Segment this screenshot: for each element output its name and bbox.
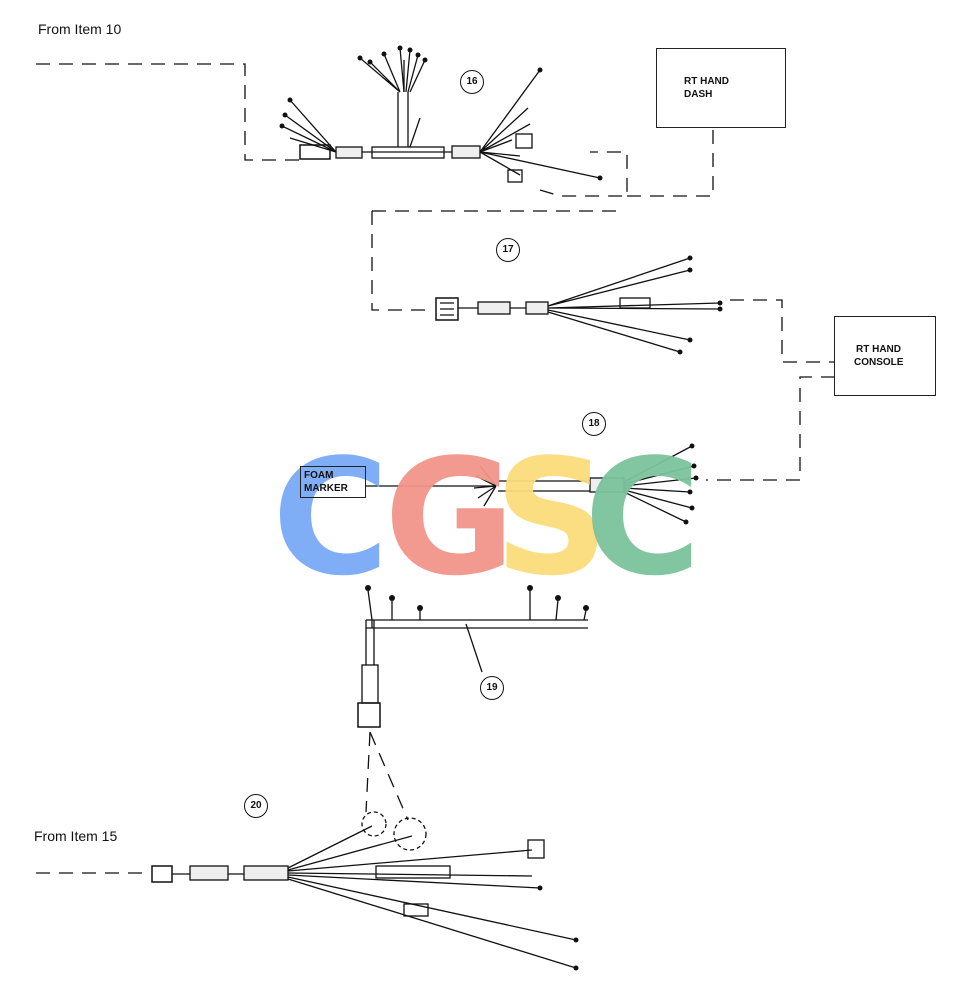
harness-17 (435, 257, 721, 353)
harness-19 (357, 589, 588, 851)
foam-marker-label-line2: MARKER (304, 483, 348, 494)
callout-item-18: 18 (582, 412, 606, 436)
rt-hand-dash-box (656, 48, 786, 128)
dashed-routing-lines (36, 63, 835, 874)
foam-marker-label-line1: FOAM (304, 470, 334, 481)
harness-20 (151, 825, 577, 969)
rt-hand-dash-label-line2: DASH (684, 89, 713, 100)
terminals (279, 45, 723, 971)
callout-item-16: 16 (460, 70, 484, 94)
watermark-letter-2: G (384, 424, 516, 611)
watermark-letter-4: C (584, 424, 702, 611)
foam-marker-box (300, 466, 366, 498)
watermark-letter-3: S (494, 424, 610, 611)
watermark-letter-1: C (272, 424, 390, 611)
rt-hand-console-box (834, 316, 936, 396)
rt-hand-console-label-line1: RT HAND (856, 344, 901, 355)
rt-hand-console-label-line2: CONSOLE (854, 357, 904, 368)
callout-item-19: 19 (480, 676, 504, 700)
rt-hand-dash-label-line1: RT HAND (684, 76, 729, 87)
harness-16 (281, 47, 601, 183)
from-item-10-label: From Item 10 (38, 21, 122, 37)
callout-item-17: 17 (496, 238, 520, 262)
harness-18 (366, 445, 697, 523)
from-item-15-label: From Item 15 (34, 828, 118, 844)
callout-item-20: 20 (244, 794, 268, 818)
